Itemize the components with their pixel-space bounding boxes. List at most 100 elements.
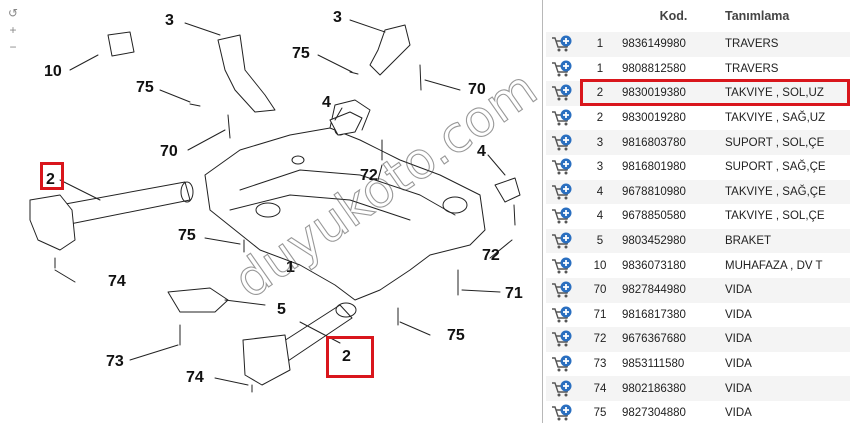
- svg-text:4: 4: [477, 143, 486, 160]
- add-to-cart-icon[interactable]: [551, 306, 573, 324]
- bracket-part-5: [167, 287, 229, 313]
- part-description: VIDA: [725, 376, 850, 401]
- add-to-cart-cell: [546, 277, 578, 303]
- add-to-cart-icon[interactable]: [551, 232, 573, 250]
- part-description: SUPORT , SOL,ÇE: [725, 130, 850, 155]
- part-code: 9836073180: [622, 253, 725, 278]
- part-callout-number: 10: [578, 253, 622, 278]
- add-to-cart-icon[interactable]: [551, 158, 573, 176]
- part-description: SUPORT , SAĞ,ÇE: [725, 154, 850, 180]
- add-to-cart-icon[interactable]: [551, 404, 573, 422]
- part-code: 9676367680: [622, 327, 725, 352]
- add-to-cart-icon[interactable]: [551, 257, 573, 275]
- part-description: MUHAFAZA , DV T: [725, 253, 850, 278]
- exploded-parts-diagram: 10 3 3 75 75 70 4 70 72 4 2 75 1 72 74 7…: [6, 0, 543, 423]
- part-callout-number: 71: [578, 302, 622, 328]
- add-to-cart-icon[interactable]: [551, 380, 573, 398]
- part-code: 9830019380: [622, 81, 725, 106]
- add-to-cart-icon[interactable]: [551, 109, 573, 127]
- add-to-cart-cell: [546, 376, 578, 401]
- part-callout-number: 2: [578, 81, 622, 106]
- part-description: TRAVERS: [725, 32, 850, 57]
- part-callout-number: 75: [578, 400, 622, 423]
- zoom-toolbar: ↺ + −: [6, 6, 22, 57]
- svg-text:74: 74: [108, 273, 126, 290]
- add-to-cart-icon[interactable]: [551, 330, 573, 348]
- add-to-cart-cell: [546, 130, 578, 155]
- svg-text:5: 5: [277, 301, 286, 318]
- add-to-cart-icon[interactable]: [551, 60, 573, 78]
- add-to-cart-cell: [546, 56, 578, 82]
- part-code: 9836149980: [622, 32, 725, 57]
- zoom-out-icon[interactable]: −: [9, 40, 17, 54]
- part-callout-number: 4: [578, 204, 622, 229]
- add-to-cart-cell: [546, 400, 578, 423]
- add-to-cart-icon[interactable]: [551, 84, 573, 102]
- part-description: TAKVIYE , SAĞ,ÇE: [725, 179, 850, 205]
- svg-text:75: 75: [136, 79, 154, 96]
- add-to-cart-icon[interactable]: [551, 35, 573, 53]
- part-callout-number: 5: [578, 228, 622, 254]
- add-to-cart-cell: [546, 105, 578, 131]
- svg-text:75: 75: [292, 45, 310, 62]
- svg-text:4: 4: [322, 94, 331, 111]
- svg-text:70: 70: [468, 81, 486, 98]
- zoom-in-icon[interactable]: +: [9, 23, 17, 37]
- svg-text:74: 74: [186, 369, 204, 386]
- part-callout-number: 74: [578, 376, 622, 401]
- part-description: BRAKET: [725, 228, 850, 254]
- add-to-cart-icon[interactable]: [551, 355, 573, 373]
- part-callout-number: 72: [578, 327, 622, 352]
- part-description: TAKVIYE , SOL,ÇE: [725, 204, 850, 229]
- diagram-drawing: 10 3 3 75 75 70 4 70 72 4 2 75 1 72 74 7…: [29, 9, 542, 393]
- add-to-cart-icon[interactable]: [551, 183, 573, 201]
- part-code: 9802186380: [622, 376, 725, 401]
- part-description: VIDA: [725, 327, 850, 352]
- part-code: 9827844980: [622, 277, 725, 303]
- add-to-cart-icon[interactable]: [551, 207, 573, 225]
- svg-text:75: 75: [447, 327, 465, 344]
- header-name: Tanımlama: [725, 9, 790, 23]
- part-code: 9808812580: [622, 56, 725, 82]
- svg-text:70: 70: [160, 143, 178, 160]
- add-to-cart-icon[interactable]: [551, 134, 573, 152]
- table-header-row: Kod. Tanımlama: [546, 0, 850, 32]
- part-description: TAKVIYE , SAĞ,UZ: [725, 105, 850, 131]
- add-to-cart-cell: [546, 81, 578, 106]
- part-code: 9803452980: [622, 228, 725, 254]
- zoom-reset-icon[interactable]: ↺: [7, 6, 19, 20]
- svg-text:72: 72: [360, 167, 378, 184]
- add-to-cart-cell: [546, 154, 578, 180]
- add-to-cart-cell: [546, 302, 578, 328]
- add-to-cart-cell: [546, 204, 578, 229]
- part-callout-number: 70: [578, 277, 622, 303]
- part-description: VIDA: [725, 277, 850, 303]
- svg-text:73: 73: [106, 353, 124, 370]
- part-description: TAKVIYE , SOL,UZ: [725, 81, 850, 106]
- add-to-cart-cell: [546, 179, 578, 205]
- part-code: 9816803780: [622, 130, 725, 155]
- add-to-cart-icon[interactable]: [551, 281, 573, 299]
- svg-text:75: 75: [178, 227, 196, 244]
- svg-text:3: 3: [165, 12, 174, 29]
- add-to-cart-cell: [546, 253, 578, 278]
